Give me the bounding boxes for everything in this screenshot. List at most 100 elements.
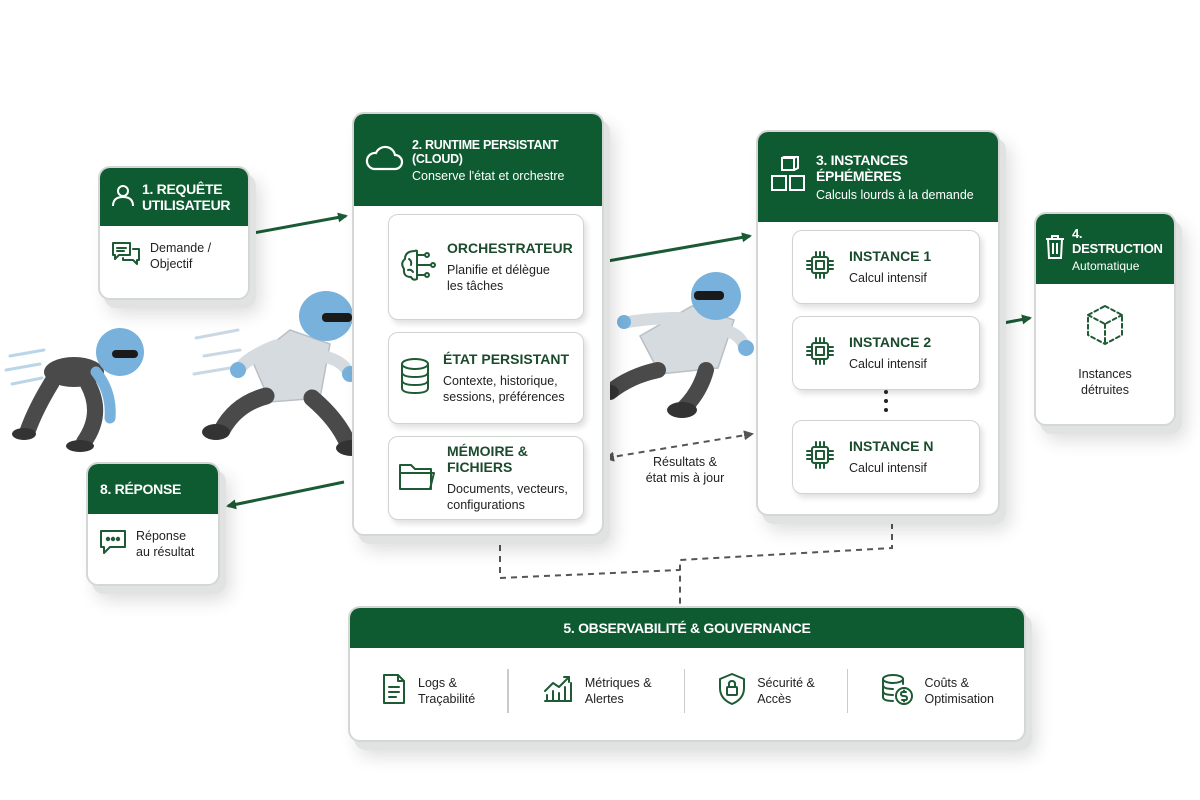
memory-title: MÉMOIRE & FICHIERS xyxy=(447,443,528,475)
cubes-icon xyxy=(768,155,808,198)
instance-n-sub: Calcul intensif xyxy=(849,461,927,475)
obs-costs: Coûts & Optimisation xyxy=(880,672,994,710)
results-line-1: Résultats & xyxy=(653,455,717,469)
instance-2-title: INSTANCE 2 xyxy=(849,334,932,350)
destruction-header: 4. DESTRUCTION Automatique xyxy=(1036,214,1174,284)
destruction-body: Instances détruites xyxy=(1036,284,1174,398)
request-title-2: UTILISATEUR xyxy=(142,197,231,213)
results-line-2: état mis à jour xyxy=(645,471,725,485)
request-title-1: 1. REQUÊTE xyxy=(142,181,223,197)
obs-costs-line-2: Optimisation xyxy=(924,692,994,706)
runtime-card: 2. RUNTIME PERSISTANT (CLOUD) Conserve l… xyxy=(352,112,604,536)
memory-line-2: configurations xyxy=(447,498,525,512)
instance-n-box: INSTANCE N Calcul intensif xyxy=(792,420,980,494)
runtime-subtitle: Conserve l'état et orchestre xyxy=(412,168,565,183)
cpu-chip-icon xyxy=(805,440,835,474)
obs-logs-line-1: Logs & xyxy=(418,676,457,690)
obs-security-line-1: Sécurité & xyxy=(757,676,815,690)
observability-title: 5. OBSERVABILITÉ & GOUVERNANCE xyxy=(563,620,811,636)
trash-icon xyxy=(1044,234,1066,264)
observability-card: 5. OBSERVABILITÉ & GOUVERNANCE Logs & Tr… xyxy=(348,606,1026,742)
instances-card: 3. INSTANCES ÉPHÉMÈRES Calculs lourds à … xyxy=(756,130,1000,516)
destruction-card: 4. DESTRUCTION Automatique Instances dét… xyxy=(1034,212,1176,426)
instance-1-sub: Calcul intensif xyxy=(849,271,927,285)
obs-logs-line-2: Traçabilité xyxy=(418,692,476,706)
instance-n-title: INSTANCE N xyxy=(849,438,934,454)
request-body: Demande / Objectif xyxy=(100,226,248,286)
runtime-title: 2. RUNTIME PERSISTANT (CLOUD) xyxy=(412,137,559,166)
mascot-running xyxy=(192,291,368,456)
instance-1-box: INSTANCE 1 Calcul intensif xyxy=(792,230,980,304)
observability-header: 5. OBSERVABILITÉ & GOUVERNANCE xyxy=(350,608,1024,648)
cpu-chip-icon xyxy=(805,336,835,370)
instance-2-sub: Calcul intensif xyxy=(849,357,927,371)
request-header: 1. REQUÊTE UTILISATEUR xyxy=(100,168,248,226)
brain-circuit-icon xyxy=(397,245,437,289)
obs-metrics: Métriques & Alertes xyxy=(541,673,652,709)
state-line-1: Contexte, historique, xyxy=(443,374,558,388)
document-icon xyxy=(380,672,408,710)
database-icon xyxy=(397,356,433,400)
orchestrator-line-2: les tâches xyxy=(447,279,504,293)
dashed-cube-icon xyxy=(1082,302,1128,352)
instance-2-box: INSTANCE 2 Calcul intensif xyxy=(792,316,980,390)
request-line-2: Objectif xyxy=(150,257,193,271)
instances-title: 3. INSTANCES ÉPHÉMÈRES xyxy=(816,152,908,184)
response-body: Réponse au résultat xyxy=(88,514,218,574)
request-card: 1. REQUÊTE UTILISATEUR Demande / Objecti… xyxy=(98,166,250,300)
cpu-chip-icon xyxy=(805,250,835,284)
obs-security-line-2: Accès xyxy=(757,692,792,706)
runtime-header: 2. RUNTIME PERSISTANT (CLOUD) Conserve l… xyxy=(354,114,602,206)
memory-line-1: Documents, vecteurs, xyxy=(447,482,568,496)
destruction-line-2: détruites xyxy=(1081,383,1129,397)
destruction-subtitle: Automatique xyxy=(1072,258,1140,273)
orchestrator-title: ORCHESTRATEUR xyxy=(447,240,573,256)
chat-icon xyxy=(110,240,142,272)
instance-1-title: INSTANCE 1 xyxy=(849,248,932,264)
arrow-runtime-to-response xyxy=(226,480,345,510)
divider xyxy=(683,669,686,713)
state-box: ÉTAT PERSISTANT Contexte, historique, se… xyxy=(388,332,584,424)
response-card: 8. RÉPONSE Réponse au résultat xyxy=(86,462,220,586)
response-title: 8. RÉPONSE xyxy=(100,481,182,497)
ellipsis-dots xyxy=(884,390,888,412)
divider xyxy=(507,669,509,713)
results-label: Résultats & état mis à jour xyxy=(630,454,740,486)
orchestrator-box: ORCHESTRATEUR Planifie et délègue les tâ… xyxy=(388,214,584,320)
obs-security: Sécurité & Accès xyxy=(717,672,815,710)
destruction-title: 4. DESTRUCTION xyxy=(1072,225,1163,256)
arrow-runtime-to-instances xyxy=(601,232,752,264)
shield-lock-icon xyxy=(717,672,747,710)
request-line-1: Demande / xyxy=(150,241,212,255)
obs-logs: Logs & Traçabilité xyxy=(380,672,475,710)
coins-icon xyxy=(880,672,914,710)
arrow-instances-to-destruction xyxy=(997,314,1032,326)
mascot-sprinting xyxy=(593,272,754,418)
instances-subtitle: Calculs lourds à la demande xyxy=(816,188,974,202)
divider xyxy=(846,669,849,713)
chart-up-icon xyxy=(541,673,575,709)
response-line-1: Réponse xyxy=(136,529,187,543)
obs-costs-line-1: Coûts & xyxy=(924,676,969,690)
arrow-request-to-runtime xyxy=(247,212,348,236)
folder-icon xyxy=(397,459,437,497)
cloud-icon xyxy=(364,143,404,177)
dashed-runtime-to-observability xyxy=(499,534,681,580)
state-title: ÉTAT PERSISTANT xyxy=(443,351,569,367)
dashed-instances-to-observability xyxy=(679,512,893,606)
destruction-line-1: Instances xyxy=(1078,367,1132,381)
speech-bubble-icon xyxy=(98,528,128,560)
user-icon xyxy=(110,182,136,212)
mascot-crouching xyxy=(4,328,144,452)
state-line-2: sessions, préférences xyxy=(443,390,565,404)
obs-metrics-line-1: Métriques & xyxy=(584,676,652,690)
obs-metrics-line-2: Alertes xyxy=(584,692,624,706)
instances-header: 3. INSTANCES ÉPHÉMÈRES Calculs lourds à … xyxy=(758,132,998,222)
observability-row: Logs & Traçabilité Métriques & Alertes S… xyxy=(350,648,1024,734)
memory-box: MÉMOIRE & FICHIERS Documents, vecteurs, … xyxy=(388,436,584,520)
response-line-2: au résultat xyxy=(136,545,195,559)
orchestrator-line-1: Planifie et délègue xyxy=(447,263,550,277)
response-header: 8. RÉPONSE xyxy=(88,464,218,514)
arrow-results-dashed xyxy=(604,430,754,462)
